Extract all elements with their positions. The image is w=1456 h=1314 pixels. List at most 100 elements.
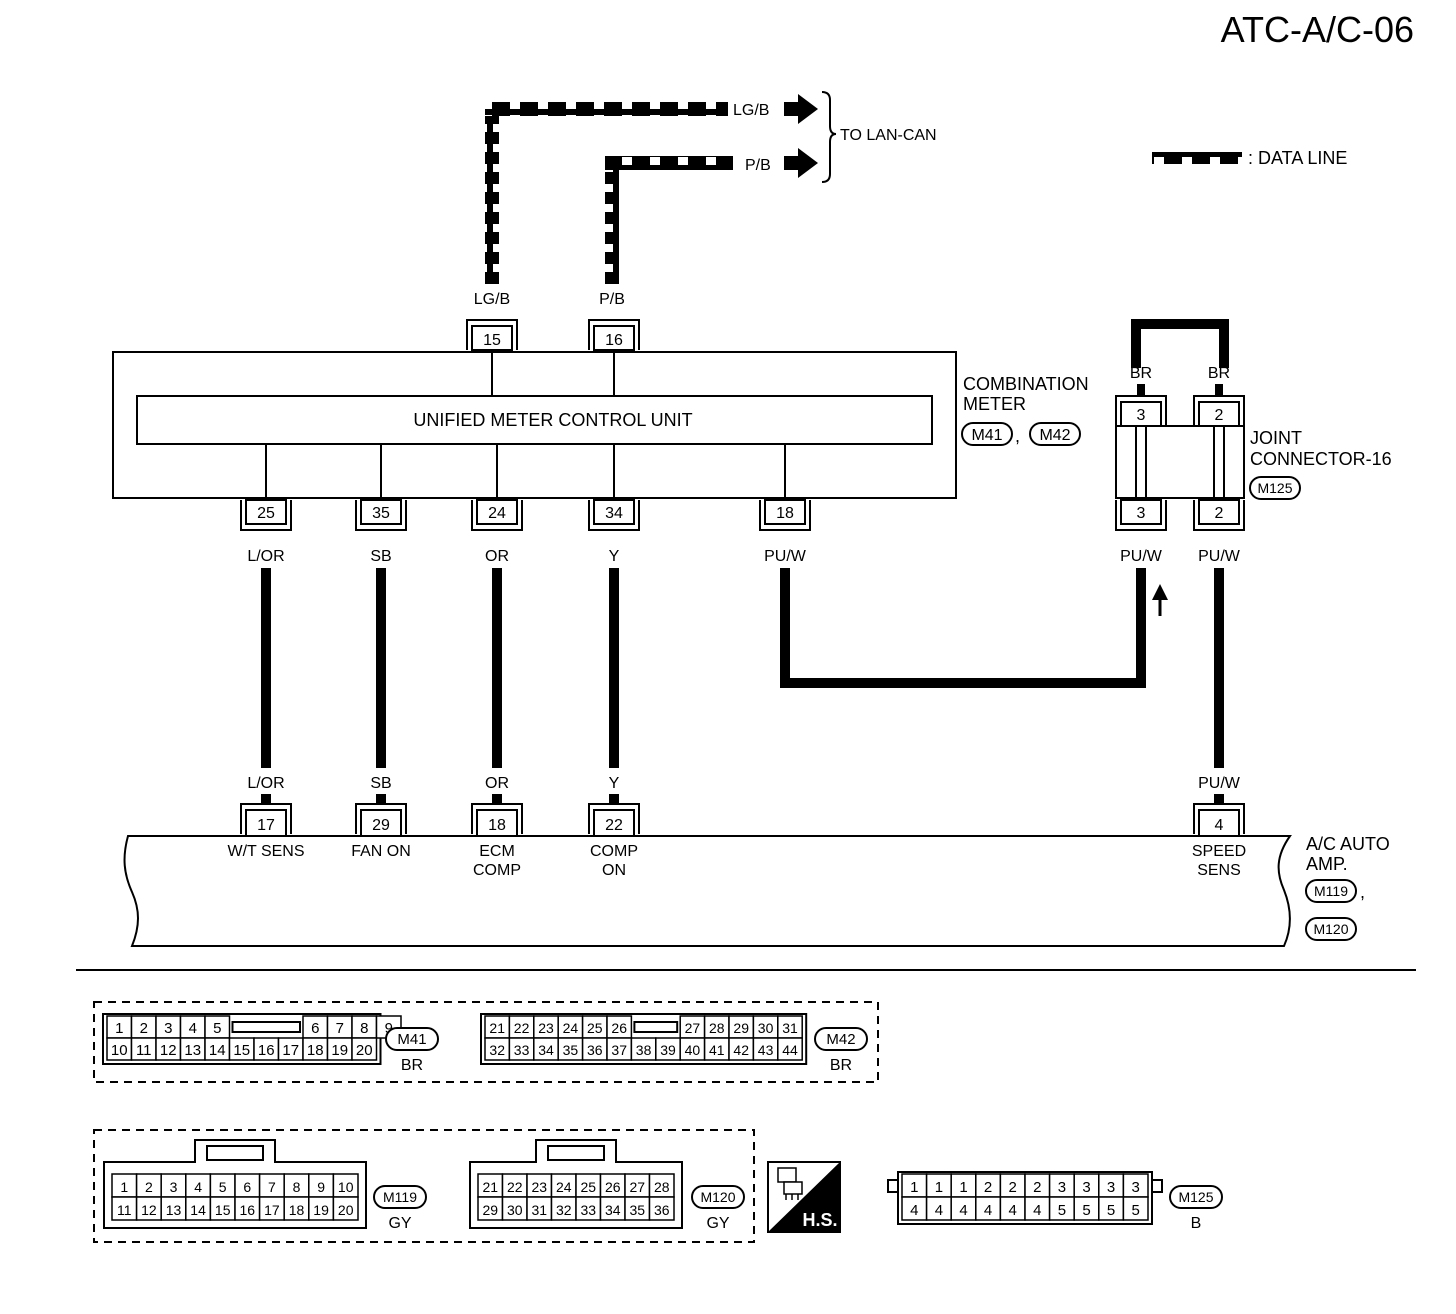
pin-number: 2: [1033, 1179, 1041, 1196]
pin-number: 5: [1107, 1202, 1115, 1219]
can-destination-label: TO LAN-CAN: [840, 127, 937, 144]
pin-number: 38: [636, 1042, 652, 1058]
pin-number: 18: [307, 1042, 324, 1059]
can-data-lines: LG/B P/B TO LAN-CAN: [485, 91, 937, 284]
pin-number: 35: [563, 1042, 579, 1058]
svg-text:35: 35: [372, 505, 390, 522]
pin-number: 30: [507, 1202, 523, 1218]
wire-label-y-bottom: Y: [609, 775, 620, 792]
can-arrow-pb-icon: [784, 148, 818, 178]
svg-text:M125: M125: [1178, 1189, 1213, 1205]
meter-input-lgb-label: LG/B: [474, 291, 510, 308]
connector-badge-m119: [1305, 879, 1357, 903]
connector-badge-m42-label: M42: [1039, 427, 1070, 444]
ac-auto-amp-name-1: A/C AUTO: [1306, 834, 1390, 854]
connector-lock-tab: [547, 1145, 605, 1161]
pin-number: 20: [356, 1042, 373, 1059]
pin-number: 3: [1058, 1179, 1066, 1196]
connector-view-m125-color: B: [1191, 1215, 1202, 1232]
connector-badge-m125: [1249, 476, 1301, 500]
pin-number: 42: [733, 1042, 749, 1058]
pin-number: 43: [758, 1042, 774, 1058]
svg-text:24: 24: [488, 505, 506, 522]
can-line-pb-vertical: [605, 156, 619, 284]
pin-number: 12: [160, 1042, 177, 1059]
pin-number: 22: [514, 1020, 530, 1036]
pin-number: 21: [489, 1020, 505, 1036]
pin-number: 39: [660, 1042, 676, 1058]
pin-number: 24: [563, 1020, 579, 1036]
joint-connector-16: BR BR 3 2 3 2 PU/W PU/W JOINT CONNECTOR-…: [1115, 319, 1392, 565]
data-line-legend: : DATA LINE: [1152, 148, 1347, 168]
joint-connector-body: [1115, 425, 1245, 499]
meter-input-pb-label: P/B: [599, 291, 625, 308]
pin-number: 17: [282, 1042, 299, 1059]
svg-text:15: 15: [483, 332, 501, 349]
pin-number: 33: [580, 1202, 596, 1218]
pin-number: 34: [538, 1042, 554, 1058]
svg-text:34: 34: [605, 505, 623, 522]
pin-number: 20: [338, 1202, 354, 1218]
pin-number: 27: [685, 1020, 701, 1036]
pin-number: 1: [120, 1179, 128, 1195]
pin-number: 11: [136, 1042, 152, 1059]
can-line-lgb-vertical: [485, 102, 499, 284]
pin-number: 5: [219, 1179, 227, 1195]
unified-meter-control-unit-label: UNIFIED METER CONTROL UNIT: [413, 410, 692, 430]
wire-label-puw-top: PU/W: [764, 548, 807, 565]
amp-terminal-4-label-2: SENS: [1197, 862, 1241, 879]
wire-label-or-top: OR: [485, 548, 509, 565]
pin-cell: [1122, 1196, 1149, 1221]
combination-meter-name-2: METER: [963, 394, 1026, 414]
svg-text:M42: M42: [826, 1031, 855, 1048]
connector-key: [231, 1021, 301, 1033]
can-arrow-lgb-icon: [784, 94, 818, 124]
pin-number: 25: [587, 1020, 603, 1036]
pin-number: 10: [338, 1179, 354, 1195]
signal-wires: [261, 568, 1224, 768]
pin-number: 37: [611, 1042, 627, 1058]
pin-number: 31: [531, 1202, 547, 1218]
svg-text:16: 16: [605, 332, 623, 349]
pin-cell: [648, 1196, 675, 1221]
pin-number: 7: [336, 1020, 344, 1037]
pin-number: 2: [984, 1179, 992, 1196]
amp-terminal-18: 18 ECM COMP: [471, 803, 523, 879]
pin-number: 1: [115, 1020, 123, 1037]
combination-meter: UNIFIED METER CONTROL UNIT COMBINATION M…: [112, 351, 1089, 499]
joint-pin-3-top: 3: [1137, 407, 1146, 424]
amp-terminal-4: 4 SPEED SENS: [1192, 803, 1246, 879]
pin-number: 8: [293, 1179, 301, 1195]
connector-badge-m125-label: M125: [1257, 480, 1292, 496]
can-line-pb-label: P/B: [745, 157, 771, 174]
pin-number: 3: [1107, 1179, 1115, 1196]
connector-view-m125-badge: M125 B: [1169, 1185, 1223, 1232]
pin-number: 15: [215, 1202, 231, 1218]
wire-puw-speed: [1214, 568, 1224, 768]
pin-number: 3: [1132, 1179, 1140, 1196]
joint-connector-name-2: CONNECTOR-16: [1250, 449, 1392, 469]
connector-group-amp: [93, 1129, 755, 1243]
amp-connector-separator: ,: [1360, 882, 1365, 902]
pin-number: 5: [213, 1020, 221, 1037]
pin-number: 19: [313, 1202, 329, 1218]
pin-number: 35: [629, 1202, 645, 1218]
amp-terminal-29: 29 FAN ON: [351, 803, 411, 860]
terminal-16: 16: [588, 319, 640, 351]
pin-number: 22: [507, 1179, 523, 1195]
joint-pin-2-top: 2: [1215, 407, 1224, 424]
pin-number: 26: [611, 1020, 627, 1036]
connector-plug-icon: [777, 1167, 803, 1200]
wire-sb: [376, 568, 386, 768]
pin-number: 12: [141, 1202, 157, 1218]
can-line-lgb-label: LG/B: [733, 102, 769, 119]
wire-y: [609, 568, 619, 768]
pin-number: 1: [959, 1179, 967, 1196]
pin-number: 5: [1082, 1202, 1090, 1219]
wire-label-lor-top: L/OR: [247, 548, 284, 565]
terminal-34: 34: [588, 499, 640, 531]
pin-cell: [332, 1196, 359, 1221]
